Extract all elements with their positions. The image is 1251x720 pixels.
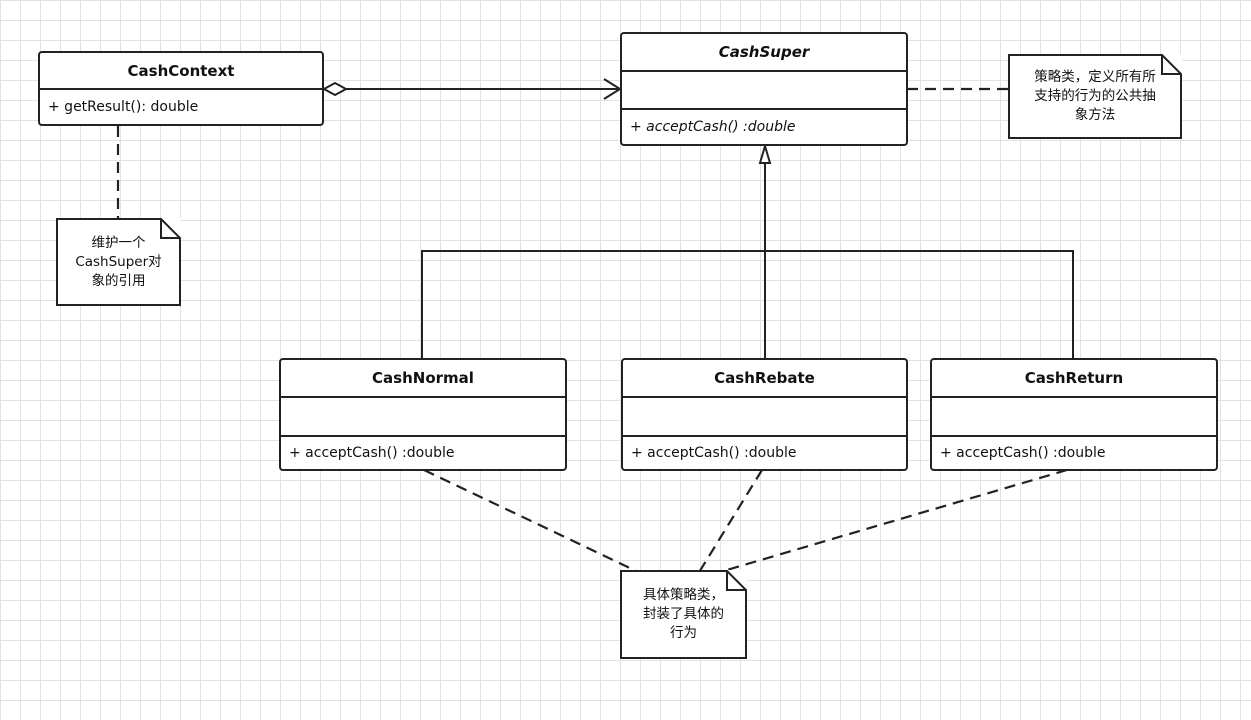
note-strategy-super[interactable]: 策略类，定义所有所 支持的行为的公共抽 象方法 bbox=[1008, 54, 1182, 139]
class-cash-super[interactable]: CashSuper + acceptCash() :double bbox=[620, 32, 908, 146]
class-attributes-compartment bbox=[623, 398, 906, 437]
class-name: CashNormal bbox=[281, 360, 565, 398]
class-name: CashContext bbox=[40, 53, 322, 90]
class-cash-normal[interactable]: CashNormal + acceptCash() :double bbox=[279, 358, 567, 471]
class-operation: + acceptCash() :double bbox=[631, 445, 797, 461]
class-cash-context[interactable]: CashContext + getResult(): double bbox=[38, 51, 324, 126]
note-line: 封装了具体的 bbox=[643, 606, 724, 622]
return-note-anchor bbox=[719, 468, 1068, 574]
normal-note-anchor bbox=[423, 469, 656, 581]
class-name: CashSuper bbox=[622, 34, 906, 72]
note-line: 象方法 bbox=[1074, 107, 1116, 123]
note-line: 象的引用 bbox=[91, 272, 146, 289]
class-name: CashRebate bbox=[623, 360, 906, 398]
class-operation: + acceptCash() :double bbox=[289, 445, 455, 461]
class-cash-return[interactable]: CashReturn + acceptCash() :double bbox=[930, 358, 1218, 471]
rebate-note-anchor bbox=[697, 469, 763, 575]
generalization-branch bbox=[421, 250, 1074, 358]
note-line: 具体策略类， bbox=[643, 587, 724, 603]
note-line: 维护一个 bbox=[91, 234, 146, 251]
class-attributes-compartment bbox=[622, 72, 906, 110]
class-operation: + acceptCash() :double bbox=[940, 445, 1106, 461]
note-text: 策略类，定义所有所 支持的行为的公共抽 象方法 bbox=[1028, 68, 1162, 125]
note-line: CashSuper对 bbox=[75, 253, 162, 270]
generalization-triangle bbox=[758, 142, 772, 164]
class-cash-rebate[interactable]: CashRebate + acceptCash() :double bbox=[621, 358, 908, 471]
class-operation: + getResult(): double bbox=[48, 99, 199, 115]
note-text: 具体策略类， 封装了具体的 行为 bbox=[637, 586, 730, 643]
note-shape bbox=[1008, 54, 1182, 139]
note-context[interactable]: 维护一个 CashSuper对 象的引用 bbox=[56, 218, 181, 306]
class-name: CashReturn bbox=[932, 360, 1216, 398]
class-attributes-compartment bbox=[932, 398, 1216, 437]
class-operation: + acceptCash() :double bbox=[630, 119, 796, 135]
note-text: 维护一个 CashSuper对 象的引用 bbox=[69, 234, 167, 291]
note-shape bbox=[56, 218, 181, 306]
note-shape bbox=[620, 570, 747, 659]
note-line: 支持的行为的公共抽 bbox=[1034, 88, 1156, 104]
class-attributes-compartment bbox=[281, 398, 565, 437]
note-line: 行为 bbox=[670, 625, 697, 641]
note-concrete-strategies[interactable]: 具体策略类， 封装了具体的 行为 bbox=[620, 570, 747, 659]
aggregation-diamond bbox=[321, 81, 349, 97]
note-line: 策略类，定义所有所 bbox=[1034, 69, 1156, 85]
